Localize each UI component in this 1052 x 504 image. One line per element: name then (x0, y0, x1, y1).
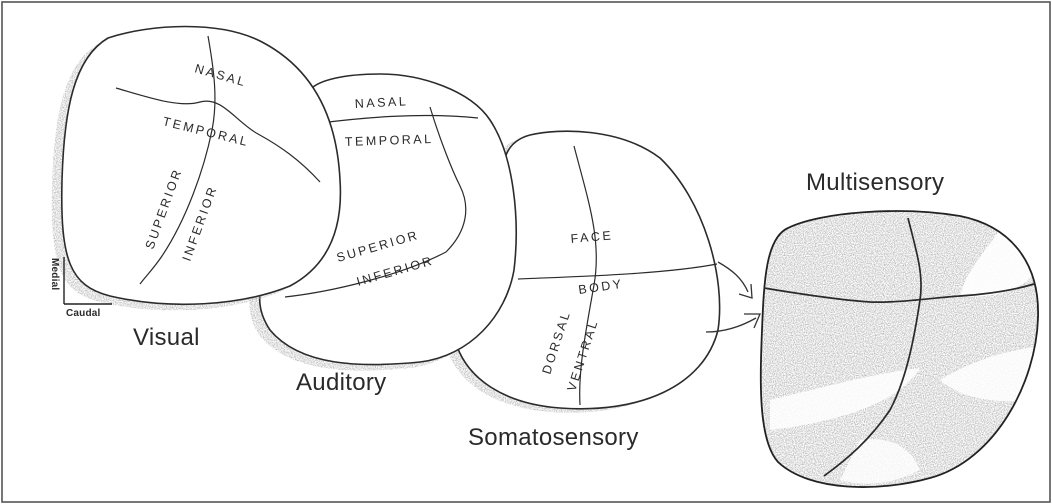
convergence-arrows (705, 261, 761, 333)
multisensory-light-patch-3 (770, 368, 920, 430)
somatosensory-vertical-border (573, 145, 597, 406)
multisensory-title: Multisensory (806, 169, 944, 196)
arrow-curve-lower (705, 317, 757, 333)
arrow-curve-upper (717, 261, 749, 293)
visual-title: Visual (133, 324, 200, 351)
orientation-scale-bar: Medial Caudal (49, 257, 112, 319)
auditory-label-temporal: TEMPORAL (345, 132, 434, 149)
scale-label-medial: Medial (49, 258, 60, 290)
visual-vertical-border (139, 35, 216, 285)
scale-label-caudal: Caudal (66, 308, 101, 319)
somatosensory-label-face: FACE (570, 228, 614, 246)
somatosensory-label-body: BODY (577, 277, 624, 297)
somatosensory-title: Somatosensory (468, 424, 639, 451)
arrow-head-lower (744, 313, 761, 329)
arrow-head-upper (738, 283, 753, 299)
auditory-title: Auditory (296, 369, 386, 396)
somatosensory-horizontal-border (517, 263, 718, 280)
auditory-curved-border (284, 106, 467, 298)
auditory-horizontal-border-top (319, 114, 479, 124)
multisensory-horizontal-border (763, 283, 1035, 303)
multisensory-light-patch-2 (940, 346, 1039, 402)
somatosensory-map: FACE BODY DORSAL VENTRAL (445, 130, 721, 413)
visual-outline (60, 25, 342, 306)
multisensory-vertical-border (823, 217, 922, 477)
multisensory-map (759, 210, 1039, 488)
visual-horizontal-border (115, 87, 321, 183)
multisensory-light-patch-4 (840, 439, 920, 484)
auditory-label-nasal: NASAL (354, 94, 408, 111)
multisensory-outline (759, 210, 1039, 488)
visual-map: NASAL TEMPORAL SUPERIOR INFERIOR (51, 25, 342, 311)
